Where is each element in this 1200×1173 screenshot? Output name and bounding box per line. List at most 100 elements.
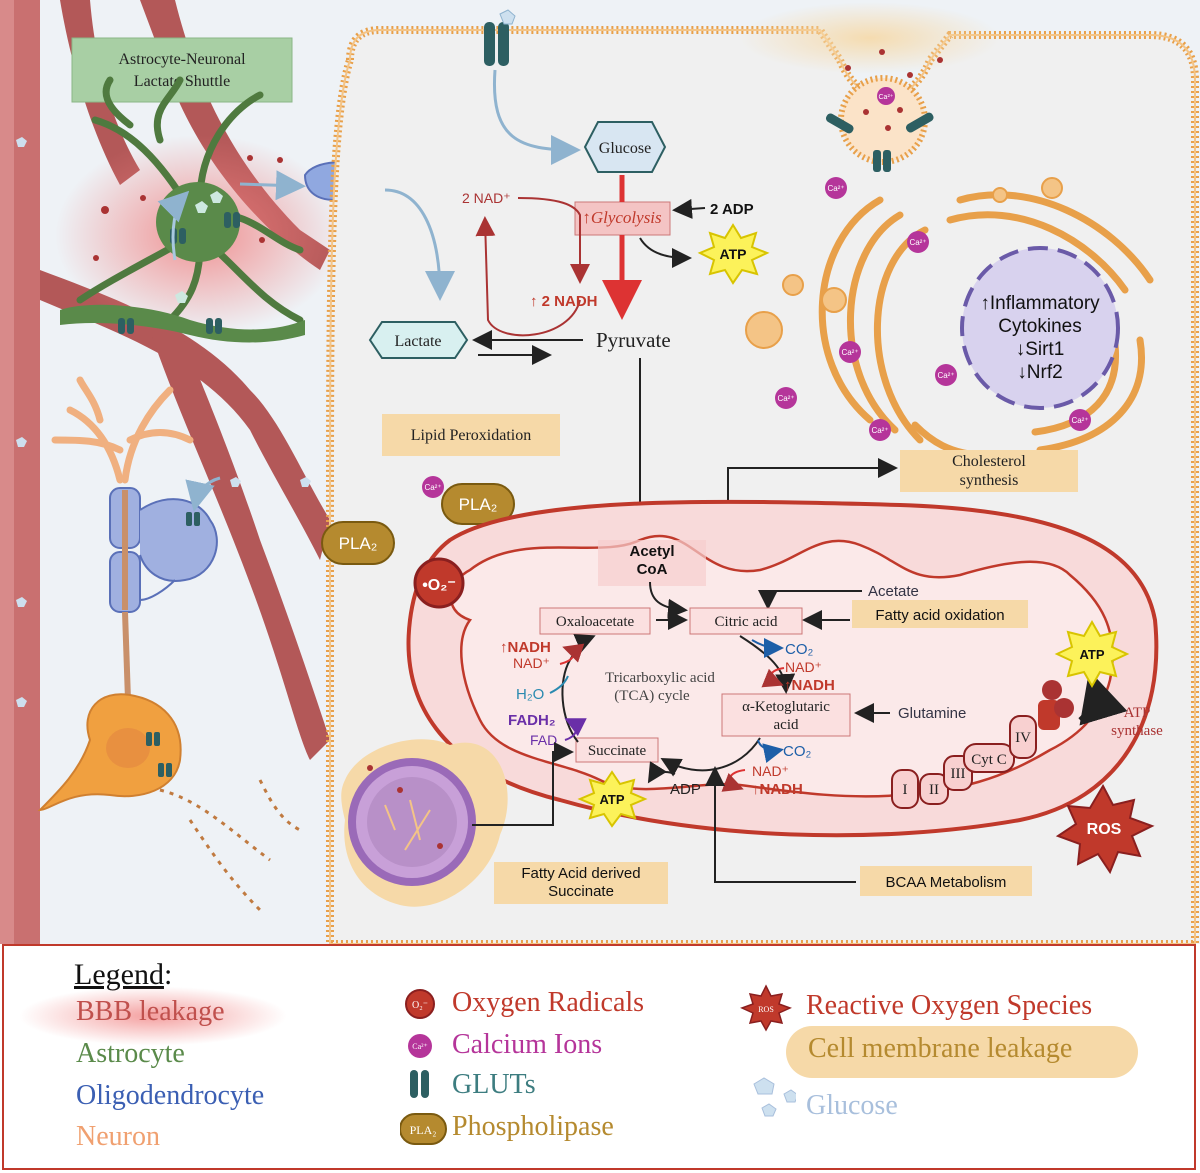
pyruvate-label: Pyruvate [596, 328, 671, 352]
legend-gluts: GLUTs [452, 1069, 536, 1100]
atp-star-glycolysis: ATP [697, 223, 770, 285]
svg-text:Ca²⁺: Ca²⁺ [909, 238, 926, 247]
citric-acid-box [689, 607, 803, 635]
bcaa-box [860, 866, 1032, 896]
shuttle-arrow [239, 170, 306, 201]
svg-text:Ca²⁺: Ca²⁺ [424, 483, 441, 492]
nadh-label-2: ↑NADH [752, 781, 803, 798]
legend-ros-icon: ROS [740, 984, 792, 1032]
calcium-ion: Ca²⁺ [825, 177, 847, 199]
astrocyte-glucose-dots [175, 191, 223, 303]
glucose-uptake-arrow [492, 69, 581, 165]
atp-label-tca: ATP [599, 792, 624, 807]
electron-transport-chain: I II III Cyt C IV [891, 715, 1037, 809]
atp-label-synthase: ATP [1079, 647, 1104, 662]
svg-text:Ca²⁺: Ca²⁺ [777, 394, 794, 403]
legend-o2-icon: O₂⁻ [405, 989, 435, 1019]
h2o-arrow [549, 675, 569, 694]
svg-text:O₂⁻: O₂⁻ [412, 1000, 428, 1011]
citrate-to-akg-arrow [739, 635, 796, 694]
legend-ros: Reactive Oxygen Species [806, 990, 1093, 1021]
acetate-arrow [758, 590, 862, 610]
legend-oxygen: Oxygen Radicals [452, 987, 645, 1018]
neuron-body [37, 693, 301, 912]
ros-label: ROS [1087, 821, 1122, 838]
tca-cycle-line1: Tricarboxylic acid [605, 670, 715, 686]
blood-dots [93, 155, 283, 261]
svg-text:Ca²⁺: Ca²⁺ [412, 1042, 428, 1051]
bcaa-label: BCAA Metabolism [886, 874, 1007, 891]
legend-phospholipase: Phospholipase [452, 1111, 614, 1142]
neuron-dendrites [51, 376, 194, 484]
citric-acid-label: Citric acid [715, 614, 778, 630]
svg-text:Ca²⁺: Ca²⁺ [879, 94, 894, 101]
legend-icons-middle: O₂⁻ Ca²⁺ PLA₂ [400, 989, 447, 1145]
oxaloacetate-label: Oxaloacetate [556, 614, 635, 630]
succinate-label: Succinate [588, 743, 647, 759]
legend-calcium-icon: Ca²⁺ [408, 1034, 432, 1058]
legend-calcium: Calcium Ions [452, 1029, 603, 1060]
nad-curve-left [559, 643, 585, 665]
calcium-ion: Ca²⁺ [877, 87, 895, 105]
nad-curve-2 [721, 769, 746, 792]
nad-label-1: NAD⁺ [785, 659, 822, 675]
fa-succinate-line2: Succinate [548, 883, 614, 900]
fadh2-label: FADH₂ [508, 712, 556, 729]
pla2-label: PLA₂ [459, 495, 498, 514]
pla2-label: PLA₂ [339, 534, 378, 553]
atp-arrow [639, 237, 692, 268]
legend-astrocyte: Astrocyte [76, 1038, 185, 1069]
cholesterol-box [900, 450, 1078, 492]
atp-synthase-line1: ATP [1124, 705, 1151, 721]
oxaloacetate-box [539, 607, 651, 635]
calcium-ion: Ca²⁺ [907, 231, 929, 253]
acetyl-coa-highlight [598, 540, 706, 586]
legend-panel [2, 944, 1196, 1170]
complex-iv-label: IV [1015, 730, 1031, 746]
lipid-peroxidation-box [382, 414, 560, 456]
svg-text:Ca²⁺: Ca²⁺ [937, 371, 954, 380]
cholesterol-line1: Cholesterol [952, 453, 1026, 470]
legend-bbb: BBB leakage [76, 996, 225, 1027]
legend-membrane: Cell membrane leakage [808, 1033, 1073, 1064]
pla2-enzyme: PLA₂ [441, 483, 515, 525]
lactate-molecule: Lactate [368, 321, 469, 359]
calcium-ion: Ca²⁺ [422, 476, 444, 498]
svg-text:Ca²⁺: Ca²⁺ [841, 348, 858, 357]
ros-burst: ROS [1055, 783, 1155, 875]
nadh-left-label: ↑NADH [500, 639, 551, 656]
diagram-canvas: Astrocyte-Neuronal Lactate Shuttle [0, 0, 1200, 948]
fa-succinate-box [494, 862, 668, 904]
myelinated-axon [109, 487, 141, 701]
pla2-enzyme: PLA₂ [321, 521, 395, 565]
nucleus-line3: ↓Sirt1 [1016, 339, 1065, 360]
nadh-label: ↑ 2 NADH [530, 293, 598, 310]
legend-membrane-swatch [786, 1026, 1138, 1078]
glutamine-label: Glutamine [898, 705, 966, 722]
acetyl-to-citric-arrow [649, 581, 688, 619]
shuttle-label-line1: Astrocyte-Neuronal [118, 51, 246, 68]
calcium-ion: Ca²⁺ [935, 364, 957, 386]
legend-pla2-icon: PLA₂ [400, 1113, 447, 1145]
acetyl-line1: Acetyl [629, 543, 674, 560]
nad-curve-1 [761, 667, 785, 688]
fa-succinate-arrow [472, 742, 574, 826]
co2-arrow-1 [751, 637, 784, 658]
fatty-acid-oxidation-box [852, 600, 1028, 628]
svg-text:Ca²⁺: Ca²⁺ [1071, 416, 1088, 425]
oligodendrocyte [139, 498, 218, 601]
fad-curve [564, 718, 587, 741]
svg-text:PLA₂: PLA₂ [410, 1123, 437, 1137]
astro-inner-arrow [157, 190, 190, 261]
bcaa-arrow [705, 766, 856, 883]
fatty-acid-oxidation-label: Fatty acid oxidation [875, 607, 1004, 624]
legend-icons-right: ROS [740, 984, 796, 1117]
top-blood-dots [845, 49, 943, 78]
nad-label: 2 NAD⁺ [462, 190, 511, 206]
atp-label-glycolysis: ATP [720, 246, 747, 262]
glut-transporter-top [484, 9, 516, 66]
calcium-ion: Ca²⁺ [869, 419, 891, 441]
fad-label: FAD [530, 732, 557, 748]
legend-glucose: Glucose [806, 1090, 898, 1121]
svg-text:Ca²⁺: Ca²⁺ [871, 426, 888, 435]
